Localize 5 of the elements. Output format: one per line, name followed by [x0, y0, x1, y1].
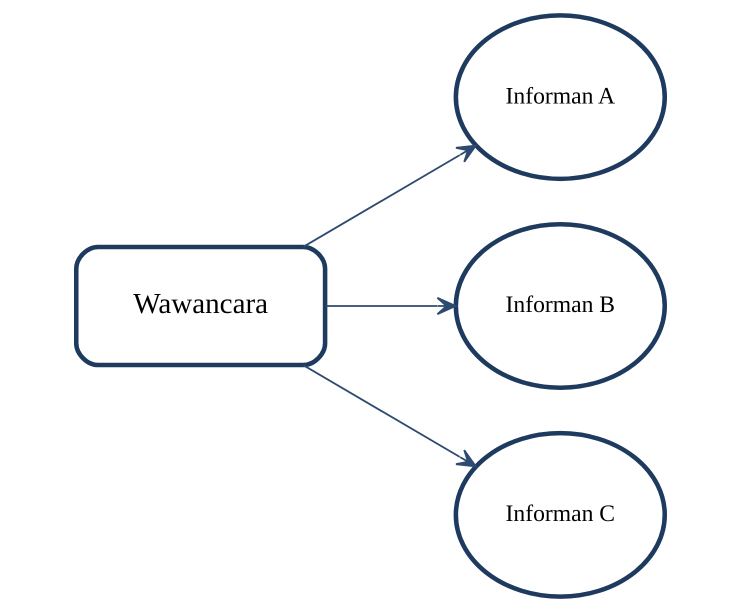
arrow	[325, 296, 456, 316]
node-box: Wawancara	[74, 244, 327, 368]
arrow	[302, 364, 476, 468]
arrow	[302, 144, 476, 248]
node-ellipse: Informan B	[453, 222, 666, 390]
